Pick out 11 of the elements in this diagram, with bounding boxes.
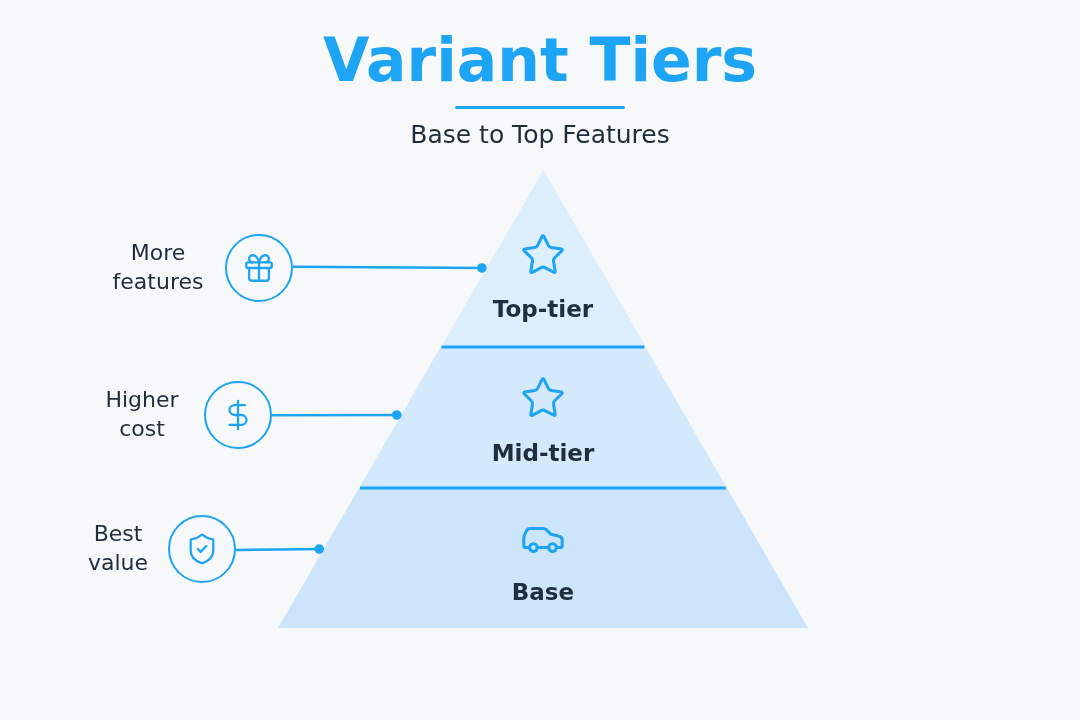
title: Variant Tiers bbox=[322, 24, 758, 97]
leader-line bbox=[235, 544, 324, 554]
tier-label: Base bbox=[511, 578, 575, 607]
leader-line bbox=[272, 410, 402, 420]
callout-label: Higher cost bbox=[105, 386, 179, 443]
subtitle: Base to Top Features bbox=[410, 119, 670, 151]
tier-label: Mid-tier bbox=[491, 439, 595, 468]
callout-label: Best value bbox=[87, 520, 149, 577]
callout-label: More features bbox=[112, 239, 204, 296]
tier-label: Top-tier bbox=[492, 295, 594, 324]
leader-line bbox=[292, 263, 487, 273]
